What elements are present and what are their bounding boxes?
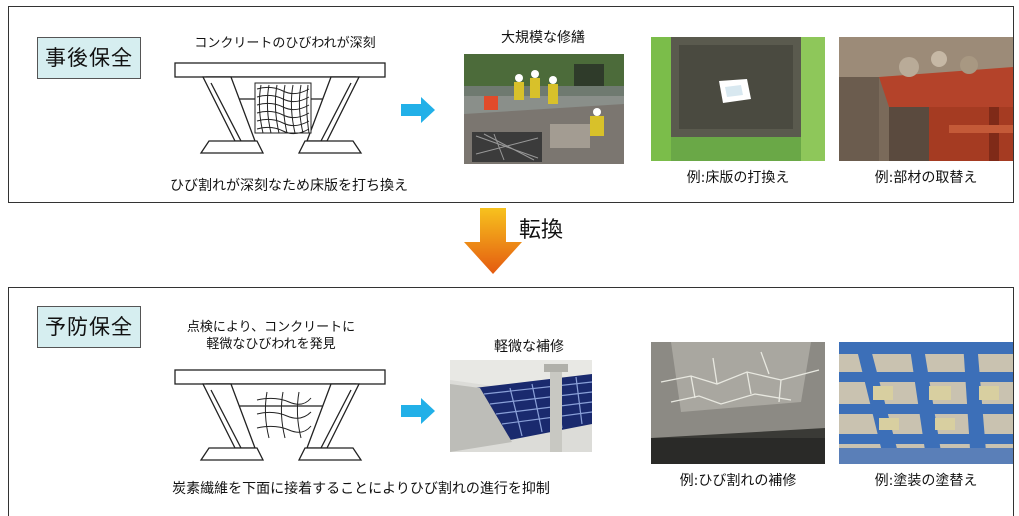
preventive-maintenance-badge: 予防保全 (37, 306, 141, 348)
transition-label: 転換 (519, 218, 564, 243)
major-repair-photo (464, 54, 624, 164)
right-arrow-icon (401, 97, 435, 123)
slab-replacement-caption: 例:床版の打換え (686, 170, 790, 186)
slab-replacement-photo (651, 37, 825, 161)
crack-repair-caption: 例:ひび割れの補修 (679, 473, 797, 489)
repainting-caption: 例:塗装の塗替え (874, 473, 978, 489)
minor-repair-title: 軽微な補修 (494, 339, 564, 355)
carbon-fiber-caption: 炭素繊維を下面に接着することによりひび割れの進行を抑制 (172, 481, 550, 497)
minor-repair-photo (450, 360, 592, 452)
crack-note: コンクリートのひびわれが深刻 (194, 36, 376, 51)
major-repair-title: 大規模な修繕 (501, 30, 585, 46)
right-arrow-icon (401, 398, 435, 424)
repainting-photo (839, 342, 1013, 464)
crack-repair-photo (651, 342, 825, 464)
inspection-note-line1: 点検により、コンクリートに (186, 320, 356, 335)
down-arrow-icon (464, 208, 522, 274)
inspection-note-line2: 軽微なひびわれを発見 (206, 337, 336, 352)
preventive-maintenance-panel: 予防保全 点検により、コンクリートに 軽微なひびわれを発見 炭素繊維を下面に接着… (8, 287, 1014, 516)
member-replacement-photo (839, 37, 1013, 161)
replacement-caption: ひび割れが深刻なため床版を打ち換え (170, 178, 408, 194)
bridge-cross-section-diagram (174, 62, 386, 154)
member-replacement-caption: 例:部材の取替え (874, 170, 978, 186)
post-maintenance-badge: 事後保全 (37, 37, 141, 79)
post-maintenance-panel: 事後保全 コンクリートのひびわれが深刻 (8, 6, 1014, 203)
bridge-cross-section-diagram (174, 369, 386, 461)
